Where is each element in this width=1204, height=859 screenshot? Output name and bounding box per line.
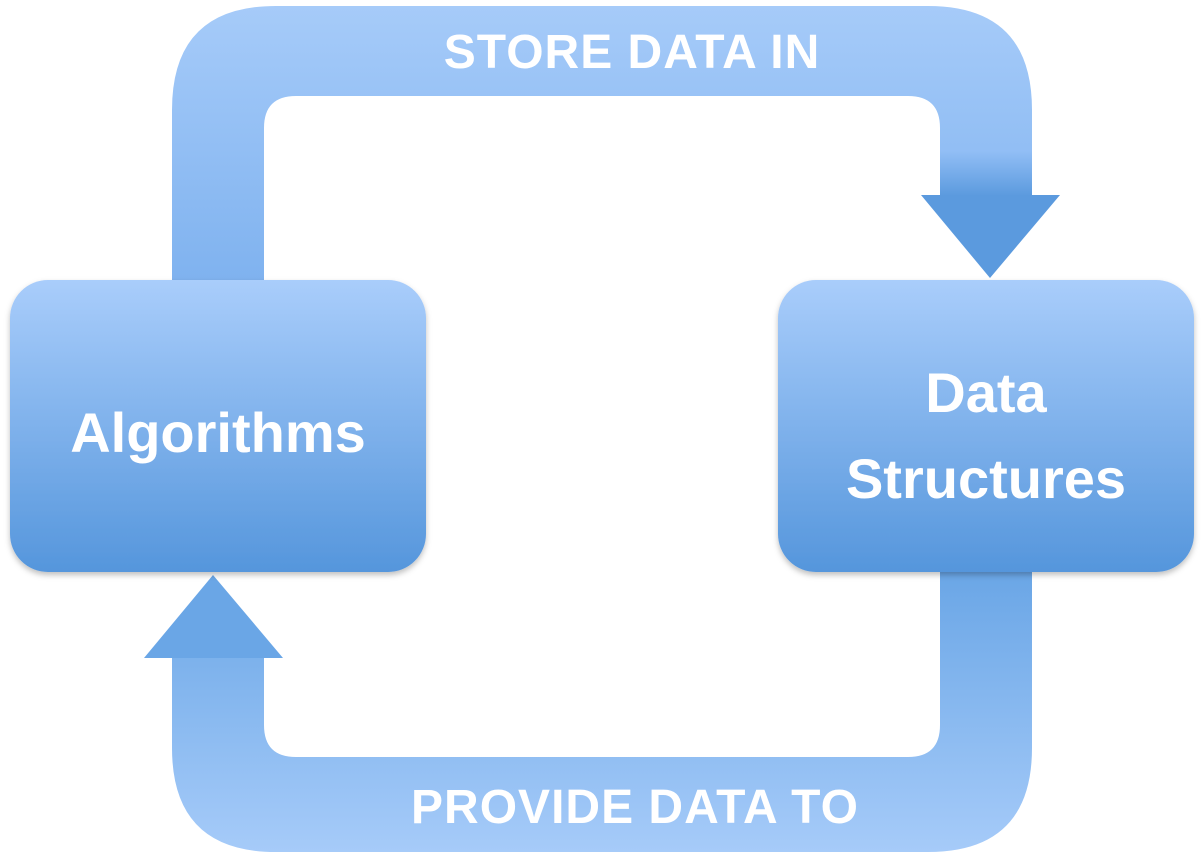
label-store-data-in: STORE DATA IN: [444, 26, 821, 79]
node-algorithms-label: Algorithms: [70, 401, 366, 464]
arrow-bottom-band: [172, 572, 1032, 852]
arrow-store-data-in: STORE DATA IN: [172, 6, 1060, 282]
arrow-provide-data-to: PROVIDE DATA TO: [144, 572, 1032, 852]
arrow-top-right-shaft: [940, 150, 1032, 196]
node-data-structures-box: [778, 280, 1194, 572]
arrow-head-up: [144, 575, 283, 658]
label-provide-data-to: PROVIDE DATA TO: [411, 781, 859, 834]
node-data-structures-label-line1: Data: [925, 361, 1047, 424]
node-algorithms-box: [10, 280, 426, 572]
node-data-structures-label-line2: Structures: [846, 447, 1126, 510]
arrow-head-down: [921, 195, 1060, 278]
node-algorithms: Algorithms: [10, 280, 426, 572]
arrow-top-band: [172, 6, 1032, 282]
node-data-structures: Data Structures: [778, 280, 1194, 572]
